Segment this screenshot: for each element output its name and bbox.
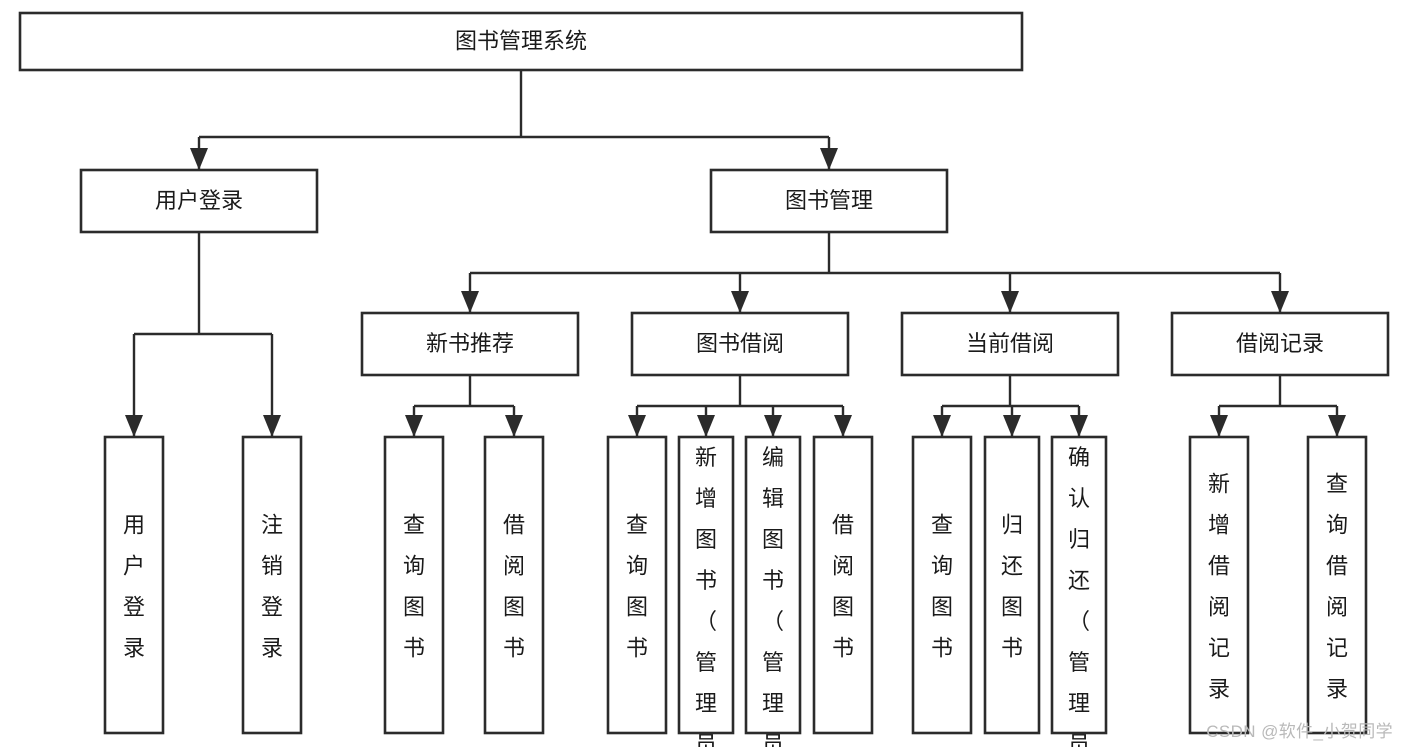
leaf-add-book-rect[interactable] — [677, 435, 735, 735]
edge-newbook-arrow-1 — [505, 415, 523, 437]
leaf-return-book[interactable]: 归还图书 — [983, 435, 1041, 735]
leaf-user-login-rect[interactable] — [103, 435, 165, 735]
node-book-management[interactable]: 图书管理 — [709, 168, 949, 234]
leaf-add-record[interactable]: 新增借阅记录 — [1188, 435, 1250, 735]
node-current-borrow[interactable]: 当前借阅 — [900, 311, 1120, 377]
leaf-query-book-3-label: 查询图书 — [931, 513, 953, 661]
leaf-return-book-label: 归还图书 — [1001, 513, 1023, 661]
leaf-borrow-book-2-label: 借阅图书 — [832, 513, 854, 661]
edge-bookborrow-arrow-2 — [764, 415, 782, 437]
leaf-edit-book[interactable]: 编辑图书（管理员） — [744, 435, 802, 747]
leaf-query-book-2[interactable]: 查询图书 — [606, 435, 668, 735]
node-new-book-recommend[interactable]: 新书推荐 — [360, 311, 580, 377]
node-root-system[interactable]: 图书管理系统 — [18, 11, 1024, 72]
leaf-borrow-book-1[interactable]: 借阅图书 — [483, 435, 545, 735]
node-book-management-label: 图书管理 — [785, 188, 873, 213]
node-new-book-recommend-label: 新书推荐 — [426, 331, 514, 356]
leaf-query-record[interactable]: 查询借阅记录 — [1306, 435, 1368, 735]
leaf-edit-book-label: 编辑图书（管理员） — [762, 445, 784, 747]
edge-userlogin-arrow-1 — [263, 415, 281, 437]
leaf-confirm-return[interactable]: 确认归还（管理员） — [1050, 435, 1108, 747]
leaf-confirm-return-rect[interactable] — [1050, 435, 1108, 735]
node-user-login-label: 用户登录 — [155, 188, 243, 213]
edge-bookmanage-arrow-2 — [1001, 291, 1019, 313]
edge-bookborrow-arrow-1 — [697, 415, 715, 437]
edge-bookmanage-arrow-3 — [1271, 291, 1289, 313]
leaf-query-book-1-label: 查询图书 — [403, 513, 425, 661]
leaf-confirm-return-label: 确认归还（管理员） — [1068, 445, 1090, 747]
node-book-borrow-label: 图书借阅 — [696, 331, 784, 356]
node-borrow-record-rect[interactable] — [1170, 311, 1390, 377]
edge-borrowrecord-arrow-0 — [1210, 415, 1228, 437]
leaf-query-book-2-rect[interactable] — [606, 435, 668, 735]
edge-bookmanage-arrow-0 — [461, 291, 479, 313]
leaf-logout-rect[interactable] — [241, 435, 303, 735]
edge-root-arrow-1 — [820, 148, 838, 170]
node-root-system-rect[interactable] — [18, 11, 1024, 72]
edge-currentborrow-arrow-1 — [1003, 415, 1021, 437]
edge-borrowrecord-arrow-1 — [1328, 415, 1346, 437]
node-user-login-rect[interactable] — [79, 168, 319, 234]
edge-currentborrow-arrow-0 — [933, 415, 951, 437]
edge-bookborrow-arrow-0 — [628, 415, 646, 437]
node-book-borrow[interactable]: 图书借阅 — [630, 311, 850, 377]
leaf-query-record-label: 查询借阅记录 — [1326, 472, 1348, 702]
node-current-borrow-rect[interactable] — [900, 311, 1120, 377]
leaf-query-book-2-label: 查询图书 — [626, 513, 648, 661]
leaf-return-book-rect[interactable] — [983, 435, 1041, 735]
leaf-add-book-label: 新增图书（管理员） — [695, 445, 717, 747]
watermark-label: CSDN @软件_小贺同学 — [1206, 722, 1393, 741]
node-root-system-label: 图书管理系统 — [455, 28, 587, 53]
leaf-query-book-1-rect[interactable] — [383, 435, 445, 735]
leaf-borrow-book-2[interactable]: 借阅图书 — [812, 435, 874, 735]
leaf-user-login[interactable]: 用户登录 — [103, 435, 165, 735]
leaf-user-login-label: 用户登录 — [123, 513, 145, 661]
node-layer: 图书管理系统用户登录图书管理新书推荐图书借阅当前借阅借阅记录用户登录注销登录查询… — [18, 11, 1390, 747]
edge-newbook-arrow-0 — [405, 415, 423, 437]
node-borrow-record[interactable]: 借阅记录 — [1170, 311, 1390, 377]
leaf-logout[interactable]: 注销登录 — [241, 435, 303, 735]
leaf-query-record-rect[interactable] — [1306, 435, 1368, 735]
leaf-edit-book-rect[interactable] — [744, 435, 802, 735]
leaf-borrow-book-2-rect[interactable] — [812, 435, 874, 735]
edge-currentborrow-arrow-2 — [1070, 415, 1088, 437]
leaf-logout-label: 注销登录 — [261, 513, 283, 661]
leaf-add-record-rect[interactable] — [1188, 435, 1250, 735]
node-book-borrow-rect[interactable] — [630, 311, 850, 377]
edge-root-arrow-0 — [190, 148, 208, 170]
leaf-borrow-book-1-label: 借阅图书 — [503, 513, 525, 661]
node-current-borrow-label: 当前借阅 — [966, 331, 1054, 356]
leaf-query-book-1[interactable]: 查询图书 — [383, 435, 445, 735]
leaf-add-book[interactable]: 新增图书（管理员） — [677, 435, 735, 747]
node-book-management-rect[interactable] — [709, 168, 949, 234]
leaf-query-book-3-rect[interactable] — [911, 435, 973, 735]
node-user-login[interactable]: 用户登录 — [79, 168, 319, 234]
node-new-book-recommend-rect[interactable] — [360, 311, 580, 377]
node-borrow-record-label: 借阅记录 — [1236, 331, 1324, 356]
connector-layer — [125, 70, 1346, 437]
leaf-query-book-3[interactable]: 查询图书 — [911, 435, 973, 735]
edge-bookmanage-arrow-1 — [731, 291, 749, 313]
edge-bookborrow-arrow-3 — [834, 415, 852, 437]
leaf-borrow-book-1-rect[interactable] — [483, 435, 545, 735]
edge-userlogin-arrow-0 — [125, 415, 143, 437]
leaf-add-record-label: 新增借阅记录 — [1208, 472, 1230, 702]
